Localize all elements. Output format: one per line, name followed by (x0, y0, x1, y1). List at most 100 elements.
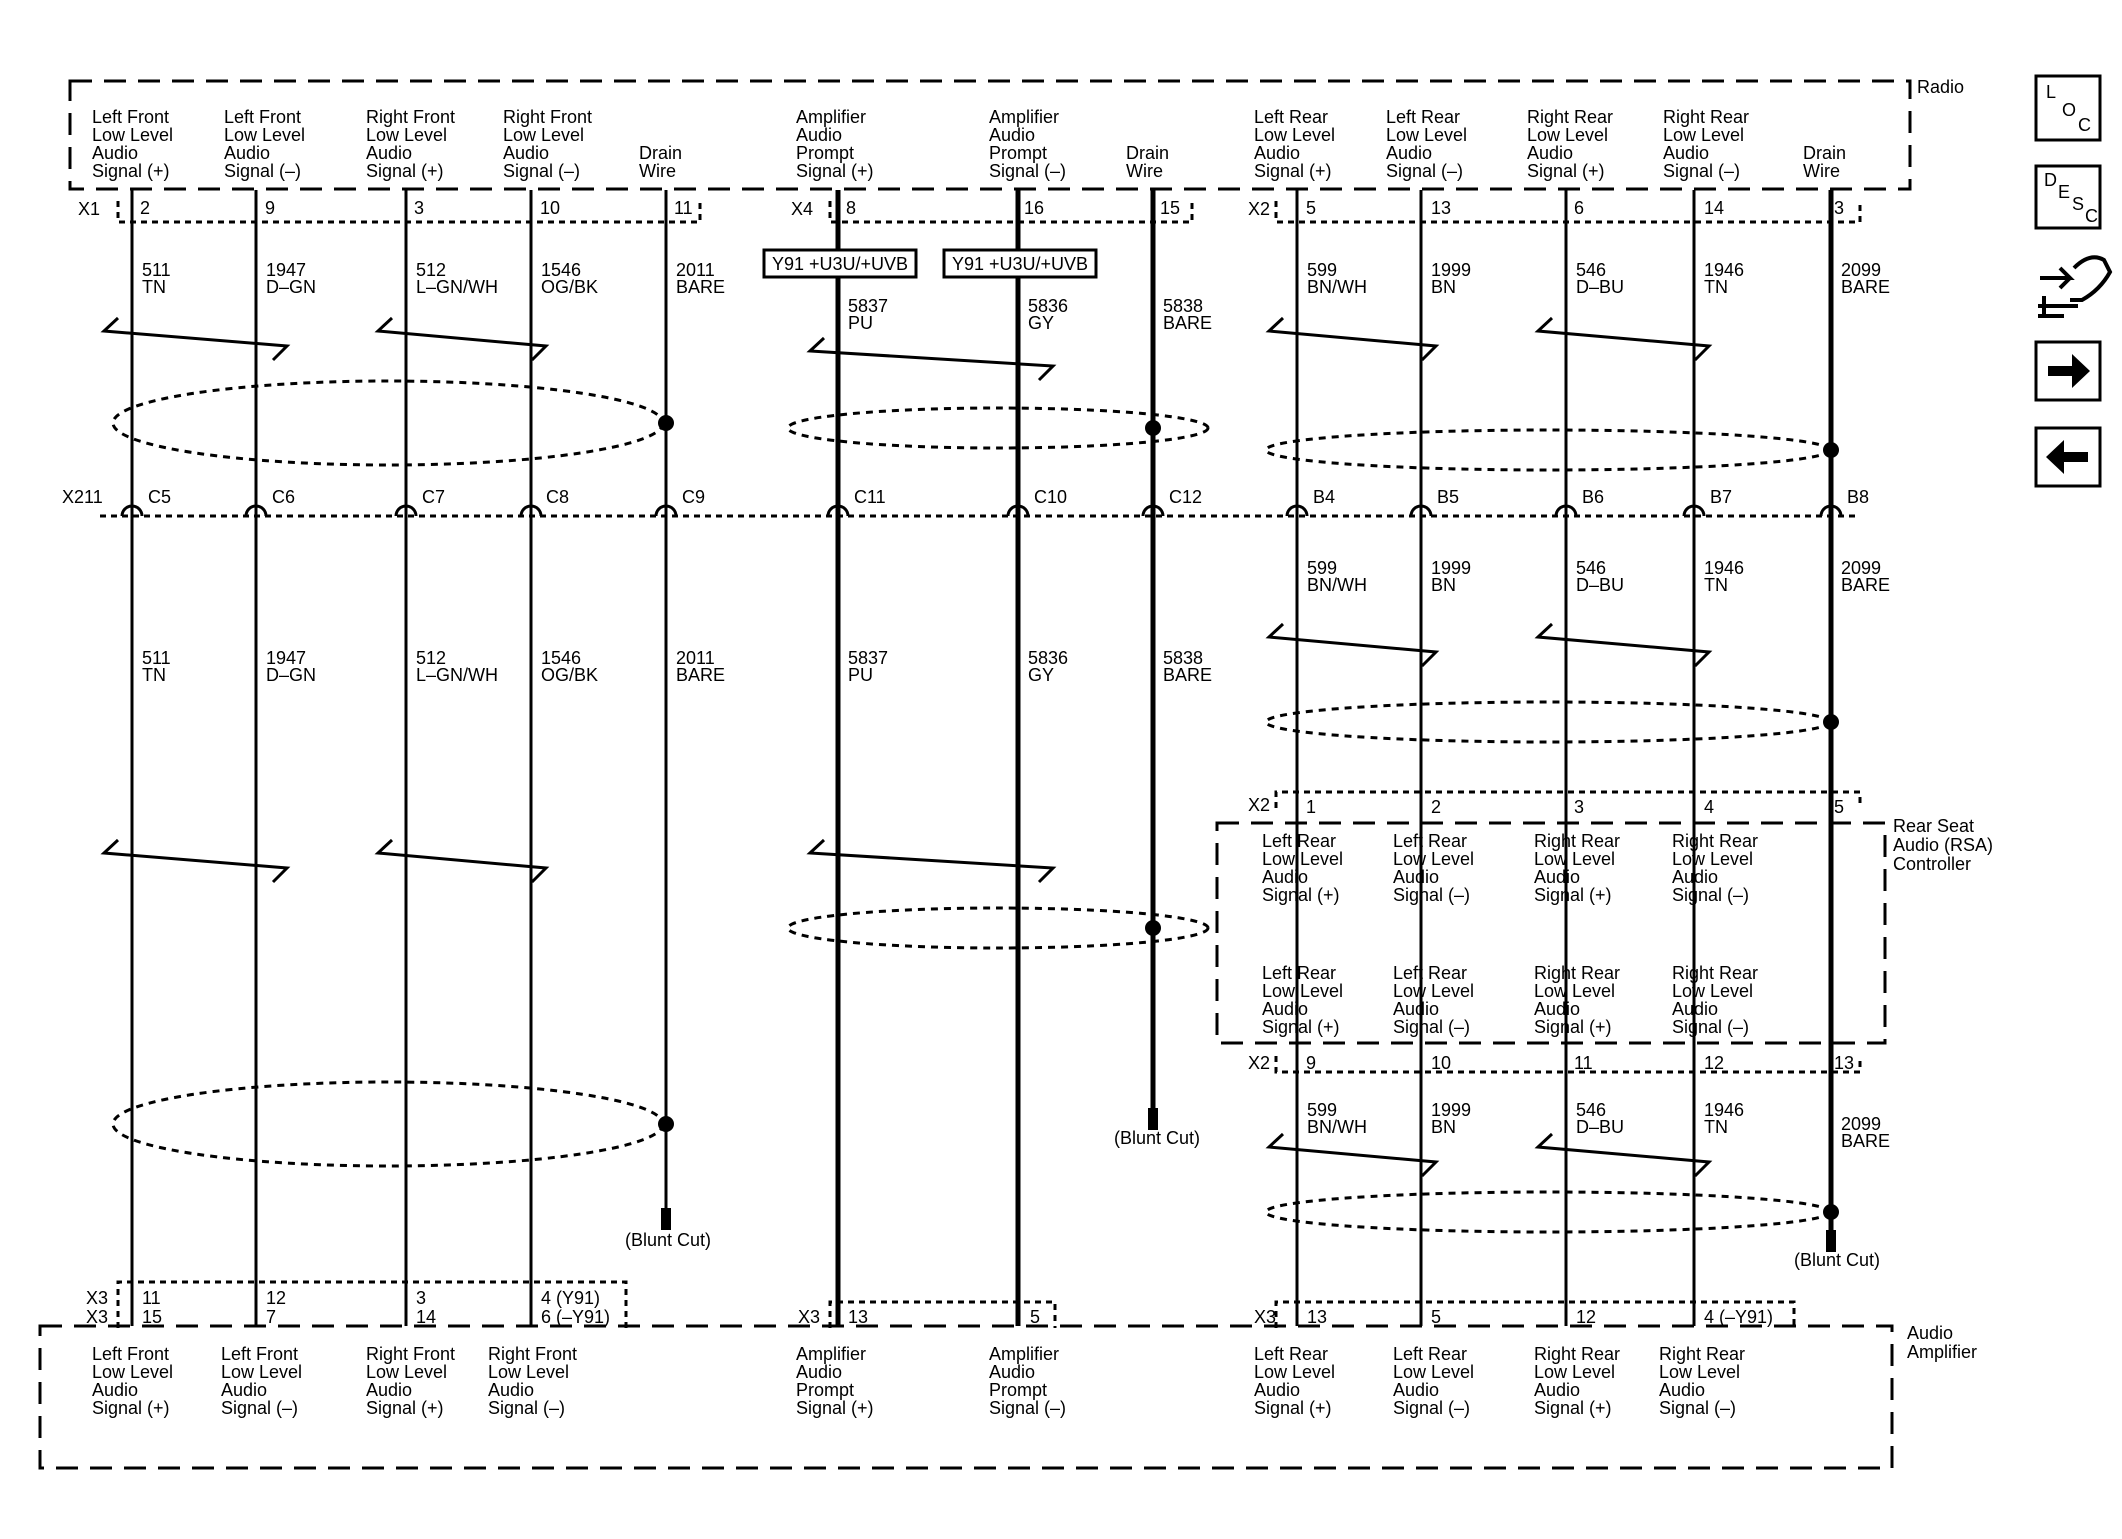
twist-markers-rear-mid (1264, 622, 1839, 744)
svg-text:10: 10 (540, 198, 560, 218)
svg-text:(Blunt Cut): (Blunt Cut) (625, 1230, 711, 1250)
svg-text:C8: C8 (546, 487, 569, 507)
svg-text:C12: C12 (1169, 487, 1202, 507)
svg-text:B4: B4 (1313, 487, 1335, 507)
svg-text:4 (Y91): 4 (Y91) (541, 1288, 600, 1308)
svg-text:15: 15 (1160, 198, 1180, 218)
svg-text:X3: X3 (86, 1307, 108, 1327)
svg-text:1: 1 (1306, 797, 1316, 817)
svg-text:9: 9 (265, 198, 275, 218)
svg-text:12: 12 (1576, 1307, 1596, 1327)
svg-text:X211: X211 (62, 487, 103, 507)
amp-module-name: Audio Amplifier (1907, 1323, 1977, 1362)
svg-text:B6: B6 (1582, 487, 1604, 507)
svg-text:6: 6 (1574, 198, 1584, 218)
radio-module-name: Radio (1917, 77, 1964, 97)
svg-text:13: 13 (1431, 198, 1451, 218)
svg-text:8: 8 (846, 198, 856, 218)
radio-module-box (68, 79, 1912, 191)
svg-text:14: 14 (416, 1307, 436, 1327)
svg-text:2: 2 (1431, 797, 1441, 817)
svg-text:(Blunt Cut): (Blunt Cut) (1114, 1128, 1200, 1148)
svg-text:10: 10 (1431, 1053, 1451, 1073)
svg-text:3: 3 (1574, 797, 1584, 817)
svg-text:14: 14 (1704, 198, 1724, 218)
svg-text:11: 11 (142, 1288, 161, 1308)
connector-wrench-icon[interactable] (2038, 255, 2113, 318)
rsa-module-box (1215, 821, 1887, 1045)
option-boxes: Y91 +U3U/+UVB Y91 +U3U/+UVB (762, 248, 1098, 279)
blunt-cut-ends: (Blunt Cut) (Blunt Cut) (Blunt Cut) (625, 1108, 1880, 1270)
desc-button[interactable]: D E S C (2034, 164, 2102, 230)
svg-text:X3: X3 (1254, 1307, 1276, 1327)
svg-text:Y91 +U3U/+UVB: Y91 +U3U/+UVB (772, 254, 908, 274)
svg-text:C5: C5 (148, 487, 171, 507)
svg-text:13: 13 (1307, 1307, 1327, 1327)
x211-connector: X211 C5 C6 C7 C8 C9 C11 C10 C12 B4 B5 B6… (62, 487, 1869, 518)
svg-text:C7: C7 (422, 487, 445, 507)
svg-text:B7: B7 (1710, 487, 1732, 507)
svg-text:4: 4 (1704, 797, 1714, 817)
next-page-button[interactable] (2034, 340, 2102, 402)
svg-text:C11: C11 (854, 487, 886, 507)
amp-connectors: X3 X3 X3 X3 11 15 12 7 3 14 4 (Y91) 6 (–… (86, 1280, 1796, 1328)
svg-text:5: 5 (1030, 1307, 1040, 1327)
prev-page-button[interactable] (2034, 426, 2102, 488)
radio-connectors: X1 X4 X2 2 9 3 10 11 8 16 15 5 13 6 14 3 (78, 198, 1862, 224)
rsa-connectors: X2 1 2 3 4 5 X2 9 10 11 12 13 (1248, 790, 1862, 1074)
svg-text:3: 3 (414, 198, 424, 218)
loc-button[interactable]: L O C (2034, 74, 2102, 142)
svg-text:4 (–Y91): 4 (–Y91) (1704, 1307, 1773, 1327)
svg-text:11: 11 (674, 198, 693, 218)
svg-text:11: 11 (1574, 1053, 1593, 1073)
svg-text:5: 5 (1306, 198, 1316, 218)
svg-text:13: 13 (1834, 1053, 1854, 1073)
wire-lines (130, 190, 1834, 1326)
svg-text:X2: X2 (1248, 795, 1270, 815)
svg-text:C: C (2078, 115, 2091, 135)
